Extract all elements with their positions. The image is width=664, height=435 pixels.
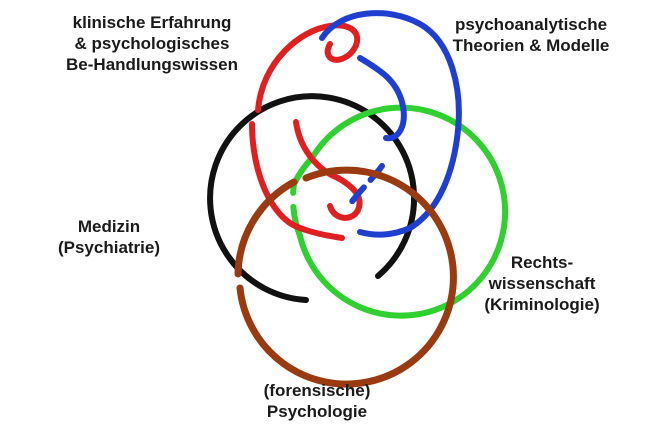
clinical-strand	[249, 22, 363, 241]
medicine-label-line1: Medizin	[77, 217, 141, 236]
psychoanalytic-label: psychoanalytische Theorien & Modelle	[426, 14, 636, 56]
psychoanalytic-label-line1: psychoanalytische	[454, 15, 608, 34]
clinical-label-line1: klinische Erfahrung	[72, 13, 232, 32]
law-label-line3: (Kriminologie)	[484, 295, 600, 314]
medicine-label-line2: (Psychiatrie)	[57, 238, 161, 257]
law-label-line2: wissenschaft	[488, 274, 596, 293]
law-label: Rechts- wissenschaft (Kriminologie)	[462, 252, 622, 315]
psychology-label-line1: (forensische)	[263, 381, 371, 400]
psychoanalytic-strand	[319, 10, 462, 238]
clinical-label-line2: & psychologisches	[74, 34, 230, 53]
psychology-ring	[234, 166, 457, 388]
psychoanalytic-label-line2: Theorien & Modelle	[452, 36, 610, 55]
psychology-label-line2: Psychologie	[266, 402, 368, 421]
clinical-label-line3: Be-Handlungswissen	[66, 55, 238, 74]
psychology-label: (forensische) Psychologie	[232, 380, 402, 422]
law-label-line1: Rechts-	[510, 253, 574, 272]
clinical-label: klinische Erfahrung & psychologisches Be…	[36, 12, 268, 75]
medicine-label: Medizin (Psychiatrie)	[30, 216, 188, 258]
